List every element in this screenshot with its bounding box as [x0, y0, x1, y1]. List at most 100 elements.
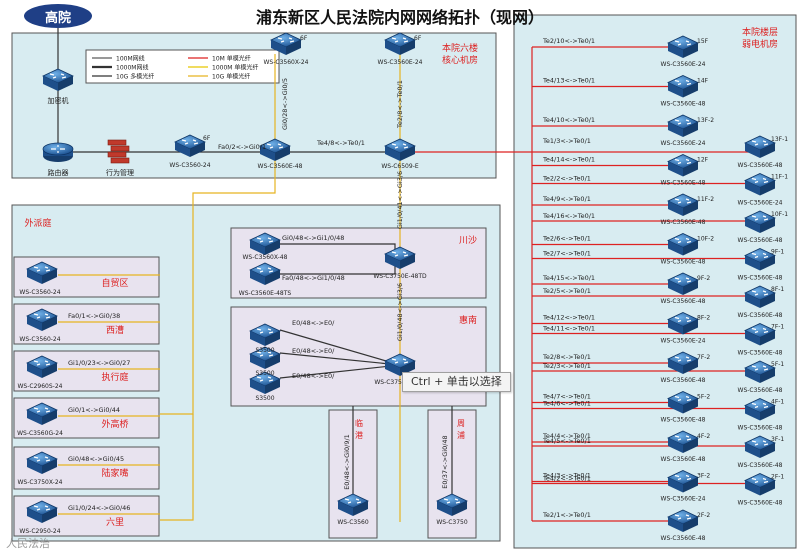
- switch-model: WS-C3560X-24: [264, 59, 309, 66]
- switch-model: WS-C3560E-48: [661, 298, 706, 305]
- link-label: Te4/4<->Te0/1: [542, 432, 591, 440]
- link-label: E0/37<->Gi0/48: [441, 435, 449, 488]
- lingang-label: 港: [355, 430, 363, 440]
- switch-model: WS-C3560E-48: [738, 162, 783, 169]
- link-label: Te4/8<->Te0/1: [316, 139, 365, 147]
- link-label: E0/48<->Gi0/9/1: [343, 434, 351, 490]
- switch-tag: 7F-1: [771, 324, 784, 331]
- legend-label: 1000M 单模光纤: [212, 64, 258, 72]
- floor-room-box: [513, 14, 797, 549]
- switch-model: WS-C3560E-24: [661, 61, 706, 68]
- switch-model: WS-C3560E-48TS: [239, 290, 292, 297]
- switch-tag: 10F-2: [697, 236, 714, 243]
- branch-name: 六里: [106, 516, 124, 528]
- switch-model: WS-C3560E-24: [661, 496, 706, 503]
- switch-model: WS-C2950-24: [19, 528, 60, 535]
- switch-tag: 8F-2: [697, 315, 710, 322]
- link-label: Gi1/0/48<->Gi3/6: [396, 283, 404, 341]
- switch-model: WS-C3750X-24: [18, 479, 63, 486]
- switch-model: WS-C2960S-24: [18, 383, 63, 390]
- branch-name: 执行庭: [101, 371, 128, 383]
- link-label: Te2/3<->Te0/1: [542, 362, 591, 370]
- lingang-label: 临: [355, 418, 363, 428]
- switch-model: S3500: [255, 370, 274, 377]
- link-label: Fa0/48<->Gi1/0/48: [282, 274, 345, 282]
- switch-tag: 10F-1: [771, 211, 788, 218]
- switch-model: WS-C3560E-48: [661, 101, 706, 108]
- branch-name: 外高桥: [101, 418, 128, 430]
- switch-tag: 8F-1: [771, 286, 784, 293]
- switch-tag: 7F-2: [697, 354, 710, 361]
- switch-model: WS-C3560E-48: [661, 219, 706, 226]
- link-label: Fa0/1<->Gi0/38: [68, 312, 120, 320]
- link-label: Te4/13<->Te0/1: [542, 77, 595, 85]
- switch-model: WS-C3750: [374, 379, 406, 386]
- switch-model: WS-C3560E-48: [738, 350, 783, 357]
- switch-tag: 3F-1: [771, 436, 784, 443]
- switch-tag: 9F-2: [697, 275, 710, 282]
- branch-label: 外派庭: [24, 217, 51, 229]
- switch-model: WS-C3560E-48: [661, 535, 706, 542]
- link-label: Te2/8<->Te0/1: [542, 353, 591, 361]
- link-label: Te1/3<->Te0/1: [542, 137, 591, 145]
- legend-label: 10G 单模光纤: [212, 73, 250, 81]
- switch-tag: 2F-2: [697, 512, 710, 519]
- switch-tag: 5F-2: [697, 394, 710, 401]
- link-label: Gi0/1<->Gi0/44: [68, 406, 120, 414]
- switch-model: WS-C3560E-48: [738, 275, 783, 282]
- link-label: Te4/5<->Te0/1: [542, 437, 591, 445]
- legend-box: [85, 49, 280, 84]
- switch-tag: 4F-2: [697, 433, 710, 440]
- switch-model: WS-C3560: [337, 519, 369, 526]
- link-line: [279, 352, 401, 366]
- switch-tag: 3F-2: [697, 473, 710, 480]
- switch-tag: 14F: [697, 78, 709, 85]
- switch-tag: 6F: [300, 35, 308, 42]
- cloud-icon: [24, 4, 92, 28]
- switch-model: WS-C3560E-48: [738, 500, 783, 507]
- branch-name: 自贸区: [101, 277, 128, 289]
- selection-tooltip: Ctrl + 单击以选择: [402, 372, 511, 392]
- core-room-label: 本院六楼: [442, 42, 478, 54]
- core-room-label: 核心机房: [442, 54, 478, 66]
- switch-model: S3500: [255, 347, 274, 354]
- link-label: Te4/10<->Te0/1: [542, 116, 595, 124]
- firewall-icon[interactable]: [107, 139, 130, 164]
- link-label: Te4/11<->Te0/1: [542, 325, 595, 333]
- link-label: Te4/9<->Te0/1: [542, 195, 591, 203]
- link-label: Gi1/0/23<->Gi0/27: [68, 359, 130, 367]
- link-label: Te4/3<->Te0/1: [542, 472, 591, 480]
- legend-label: 10M 单模光纤: [212, 55, 251, 63]
- router-label: 路由器: [48, 168, 69, 177]
- link-label: Te2/10<->Te0/1: [542, 37, 595, 45]
- switch-model: WS-C3750E-48TD: [373, 273, 427, 280]
- router-icon[interactable]: [42, 142, 74, 163]
- accelerator-label: 加密机: [48, 96, 69, 105]
- switch-model: WS-C3560E-48: [738, 312, 783, 319]
- link-label: Te4/6<->Te0/1: [542, 400, 591, 408]
- link-line: [160, 160, 276, 415]
- link-label: Te4/7<->Te0/1: [542, 393, 591, 401]
- cloud-label: 高院: [45, 10, 71, 26]
- switch-model: WS-C3750: [436, 519, 468, 526]
- switch-model: WS-C3560E-48: [258, 163, 303, 170]
- switch-tag: 4F-1: [771, 399, 784, 406]
- link-label: Gi0/48<->Gi1/0/48: [282, 234, 344, 242]
- link-label: Te2/2<->Te0/1: [542, 175, 591, 183]
- link-label: E0/48<->E0/: [292, 347, 335, 355]
- switch-model: WS-C3560G-24: [17, 430, 63, 437]
- link-label: Te2/1<->Te0/1: [542, 511, 591, 519]
- diagram-title: 浦东新区人民法院内网网络拓扑（现网）: [256, 8, 544, 27]
- switch-tag: 13F-1: [771, 136, 788, 143]
- watermark: 人民法治: [6, 537, 50, 550]
- branch-name: 陆家嘴: [101, 467, 128, 479]
- switch-model: WS-C3560E-48: [661, 417, 706, 424]
- switch-model: WS-C3560E-48: [661, 259, 706, 266]
- switch-model: WS-C3560-24: [19, 289, 60, 296]
- branch-name: 西漕: [106, 324, 124, 336]
- link-label: Gi1/0/24<->Gi0/46: [68, 504, 130, 512]
- switch-model: WS-C3560E-48: [738, 237, 783, 244]
- zhoupu-label: 浦: [457, 430, 465, 440]
- legend-label: 100M网线: [116, 55, 145, 63]
